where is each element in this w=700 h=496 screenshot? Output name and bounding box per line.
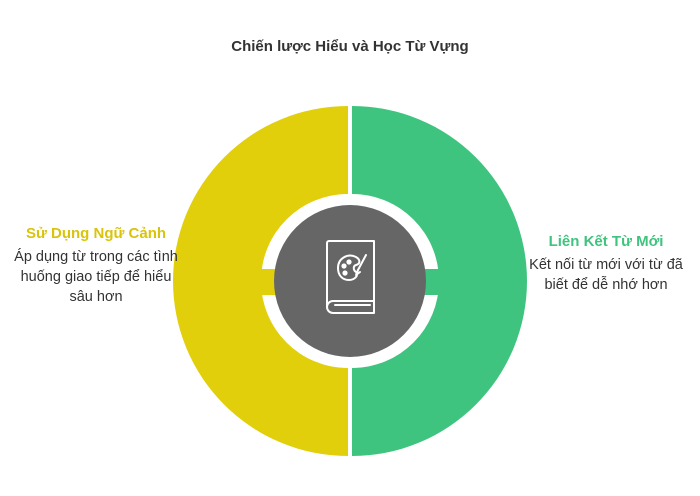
right-text-block: Liên Kết Từ Mới Kết nối từ mới với từ đã…: [520, 233, 692, 295]
right-heading: Liên Kết Từ Mới: [548, 233, 664, 250]
link-icon: [476, 267, 508, 301]
diagram-title: Chiến lược Hiểu và Học Từ Vựng: [231, 38, 469, 55]
left-description: Áp dụng từ trong các tình huống giao tiế…: [14, 249, 178, 305]
right-description: Kết nối từ mới với từ đã biết để dễ nhớ …: [529, 257, 683, 293]
left-connector: [244, 269, 276, 295]
speech-person-icon: [192, 262, 231, 299]
right-connector: [424, 269, 456, 295]
left-text-block: Sử Dụng Ngữ Cảnh Áp dụng từ trong các tì…: [10, 225, 182, 307]
book-palette-icon: [326, 240, 375, 314]
center-circle: [274, 205, 426, 357]
left-heading: Sử Dụng Ngữ Cảnh: [25, 225, 167, 242]
